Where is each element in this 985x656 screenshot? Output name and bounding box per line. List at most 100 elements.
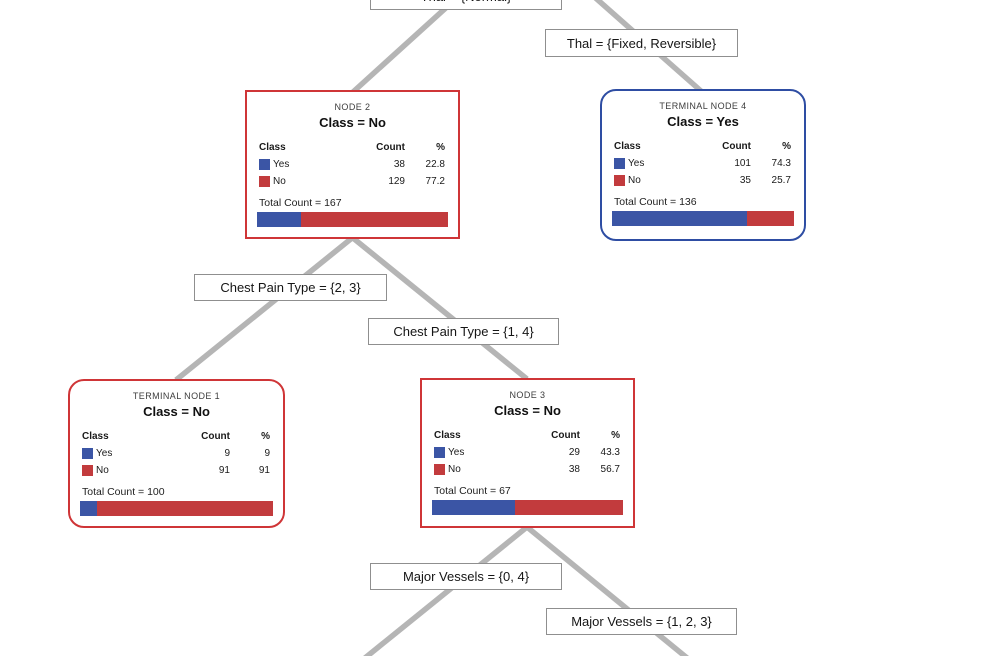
row-pct: 9 <box>264 448 270 459</box>
row-count: 29 <box>568 447 580 458</box>
table-header-row: Class Count % <box>82 430 270 443</box>
bar-segment-no <box>300 212 448 227</box>
header-pct: % <box>611 430 620 441</box>
node-3[interactable]: NODE 3 Class = No Class Count % Yes 29 4… <box>420 378 635 528</box>
row-count: 38 <box>393 159 405 170</box>
table-row: No 91 91 <box>82 464 270 477</box>
node-stats-table: Class Count % Yes 38 22.8 No 129 77.2 <box>259 141 445 188</box>
row-pct: 91 <box>258 465 270 476</box>
bar-segment-no <box>514 500 623 515</box>
node-title: TERMINAL NODE 4 <box>659 101 747 111</box>
table-row: No 129 77.2 <box>259 175 445 188</box>
header-class: Class <box>614 141 641 152</box>
table-row: Yes 38 22.8 <box>259 158 445 171</box>
header-class: Class <box>259 142 286 153</box>
edge-label-thal-normal: Thal = {Normal} <box>370 0 562 10</box>
edge-line-major-vessels-123 <box>525 524 690 656</box>
row-label: No <box>273 176 286 187</box>
total-count-label: Total Count = 67 <box>434 485 511 497</box>
table-row: Yes 101 74.3 <box>614 157 791 170</box>
class-distribution-bar <box>257 212 448 227</box>
header-pct: % <box>782 141 791 152</box>
node-title: NODE 2 <box>334 102 371 112</box>
row-label: Yes <box>273 159 290 170</box>
row-count: 101 <box>734 158 751 169</box>
header-count: Count <box>551 430 580 441</box>
class-distribution-bar <box>80 501 273 516</box>
row-pct: 56.7 <box>600 464 620 475</box>
row-count: 9 <box>224 448 230 459</box>
node-2[interactable]: NODE 2 Class = No Class Count % Yes 38 2… <box>245 90 460 239</box>
node-title: NODE 3 <box>509 390 546 400</box>
row-label: No <box>448 464 461 475</box>
row-pct: 25.7 <box>771 175 791 186</box>
edge-line-chest-pain-14 <box>351 235 529 382</box>
node-stats-table: Class Count % Yes 9 9 No 91 91 <box>82 430 270 477</box>
bar-segment-yes <box>80 501 98 516</box>
edge-line-thal-normal <box>351 0 459 95</box>
bar-segment-no <box>747 211 794 226</box>
yes-swatch-icon <box>434 447 445 458</box>
header-class: Class <box>434 430 461 441</box>
header-count: Count <box>376 142 405 153</box>
node-class-label: Class = No <box>319 115 386 130</box>
yes-swatch-icon <box>614 158 625 169</box>
row-count: 129 <box>388 176 405 187</box>
class-distribution-bar <box>432 500 623 515</box>
class-distribution-bar <box>612 211 794 226</box>
bar-segment-no <box>97 501 273 516</box>
table-row: Yes 9 9 <box>82 447 270 460</box>
bar-segment-yes <box>612 211 748 226</box>
terminal-node-1[interactable]: TERMINAL NODE 1 Class = No Class Count %… <box>68 379 285 528</box>
row-pct: 43.3 <box>600 447 620 458</box>
node-stats-table: Class Count % Yes 29 43.3 No 38 56.7 <box>434 429 620 476</box>
no-swatch-icon <box>259 176 270 187</box>
bar-segment-yes <box>257 212 301 227</box>
table-row: No 38 56.7 <box>434 463 620 476</box>
edge-label-major-vessels-04: Major Vessels = {0, 4} <box>370 563 562 590</box>
node-class-label: Class = Yes <box>667 114 739 129</box>
yes-swatch-icon <box>82 448 93 459</box>
header-pct: % <box>436 142 445 153</box>
row-count: 35 <box>739 175 751 186</box>
edge-label-chest-pain-14: Chest Pain Type = {1, 4} <box>368 318 559 345</box>
row-label: No <box>628 175 641 186</box>
table-header-row: Class Count % <box>259 141 445 154</box>
header-pct: % <box>261 431 270 442</box>
header-count: Count <box>722 141 751 152</box>
node-title: TERMINAL NODE 1 <box>132 391 221 401</box>
total-count-label: Total Count = 100 <box>82 486 165 498</box>
table-row: Yes 29 43.3 <box>434 446 620 459</box>
row-pct: 22.8 <box>425 159 445 170</box>
edge-label-chest-pain-23: Chest Pain Type = {2, 3} <box>194 274 387 301</box>
no-swatch-icon <box>614 175 625 186</box>
node-stats-table: Class Count % Yes 101 74.3 No 35 25.7 <box>614 140 791 187</box>
total-count-label: Total Count = 136 <box>614 196 697 208</box>
row-label: No <box>96 465 109 476</box>
row-label: Yes <box>628 158 645 169</box>
table-header-row: Class Count % <box>614 140 791 153</box>
row-label: Yes <box>96 448 113 459</box>
row-pct: 74.3 <box>771 158 791 169</box>
bar-segment-yes <box>432 500 515 515</box>
edge-label-major-vessels-123: Major Vessels = {1, 2, 3} <box>546 608 737 635</box>
row-label: Yes <box>448 447 465 458</box>
header-class: Class <box>82 431 109 442</box>
yes-swatch-icon <box>259 159 270 170</box>
edge-line-chest-pain-23 <box>174 235 354 383</box>
node-class-label: Class = No <box>143 404 210 419</box>
total-count-label: Total Count = 167 <box>259 197 342 209</box>
header-count: Count <box>201 431 230 442</box>
node-class-label: Class = No <box>494 403 561 418</box>
row-pct: 77.2 <box>425 176 445 187</box>
row-count: 38 <box>568 464 580 475</box>
edge-line-major-vessels-04 <box>363 524 529 656</box>
terminal-node-4[interactable]: TERMINAL NODE 4 Class = Yes Class Count … <box>600 89 806 241</box>
edge-label-thal-fixed-reversible: Thal = {Fixed, Reversible} <box>545 29 738 57</box>
no-swatch-icon <box>82 465 93 476</box>
table-row: No 35 25.7 <box>614 174 791 187</box>
row-count: 91 <box>218 465 230 476</box>
table-header-row: Class Count % <box>434 429 620 442</box>
